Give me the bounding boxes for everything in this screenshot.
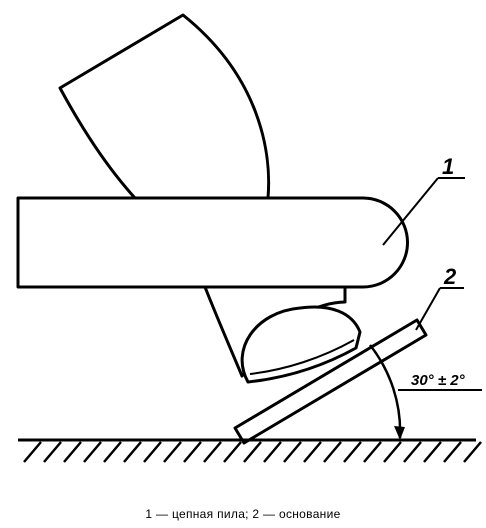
- hatch-stroke: [403, 441, 422, 463]
- leader-line-1: [382, 177, 439, 246]
- saw-dome: [240, 305, 362, 384]
- hatch-stroke: [43, 441, 62, 463]
- hatch-stroke: [183, 441, 202, 463]
- hatch-stroke: [83, 441, 102, 463]
- hatch-stroke: [223, 441, 242, 463]
- hatch-stroke: [463, 441, 482, 463]
- hatch-stroke: [443, 441, 462, 463]
- saw-dome-rim: [249, 339, 355, 375]
- hatch-stroke: [263, 441, 282, 463]
- hatch-stroke: [243, 441, 262, 463]
- hatch-stroke: [343, 441, 362, 463]
- hatch-stroke: [123, 441, 142, 463]
- inclined-base: [233, 318, 428, 445]
- hatch-stroke: [203, 441, 222, 463]
- hatch-stroke: [383, 441, 402, 463]
- hatch-stroke: [363, 441, 382, 463]
- hatch-stroke: [23, 441, 42, 463]
- hatch-stroke: [103, 441, 122, 463]
- angle-arrowhead: [394, 426, 405, 440]
- hatch-stroke: [143, 441, 162, 463]
- hatch-stroke: [163, 441, 182, 463]
- leader-line-2: [415, 287, 441, 331]
- hatch-stroke: [323, 441, 342, 463]
- ground-hatching: [23, 441, 482, 463]
- angle-label: 30° ± 2°: [411, 372, 466, 389]
- hatch-stroke: [283, 441, 302, 463]
- hatch-stroke: [303, 441, 322, 463]
- label-1: 1: [442, 154, 454, 179]
- guide-bar: [16, 196, 409, 289]
- figure-caption: 1 — цепная пила; 2 — основание: [145, 507, 341, 521]
- hatch-stroke: [63, 441, 82, 463]
- saw-body-outline: [58, 13, 271, 200]
- hatch-stroke: [423, 441, 442, 463]
- label-2: 2: [443, 264, 457, 289]
